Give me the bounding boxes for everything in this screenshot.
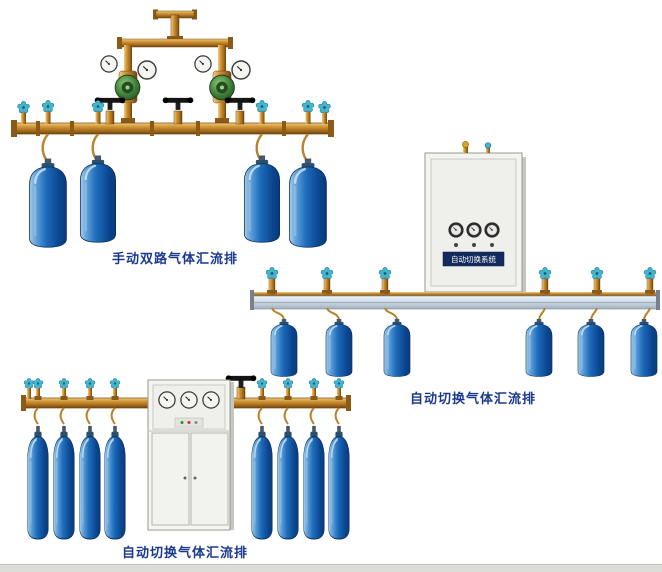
bottom-divider (0, 564, 662, 572)
cabinet-door (190, 432, 229, 526)
panel-gauge (466, 222, 482, 238)
valve-knob (109, 378, 121, 389)
valve-knob (41, 100, 55, 113)
indicator-light (454, 243, 458, 247)
inlet-valve (484, 142, 492, 149)
gas-cylinder (383, 318, 411, 377)
valve-knob (84, 378, 96, 389)
panel-gauge (202, 391, 220, 409)
regulator-knob (114, 74, 141, 101)
valve-knob (378, 267, 392, 280)
cylinder-pigtails (41, 133, 309, 163)
gas-cylinder (250, 424, 274, 540)
inlet-valve (462, 141, 469, 148)
valve-knob (590, 267, 604, 280)
product-auto-switch-manifold-cabinet (21, 375, 351, 540)
valve-knob (256, 378, 268, 389)
valve-knob (318, 101, 331, 114)
gas-cylinder (243, 154, 281, 243)
gas-cylinder (325, 318, 353, 377)
gas-cylinder (327, 424, 351, 540)
indicator-light (187, 421, 191, 424)
pressure-regulator-right (194, 55, 251, 123)
valve-knob (32, 378, 44, 389)
valve-knob (538, 267, 552, 280)
panel-gauge (180, 391, 198, 409)
valve-knob (320, 267, 334, 280)
pressure-gauge (137, 60, 157, 80)
pressure-regulator-left (100, 55, 157, 123)
gas-cylinder (276, 424, 300, 540)
indicator-light (194, 421, 198, 424)
header-piping (117, 9, 233, 73)
valve-handwheel (162, 97, 194, 110)
shutoff-valve (225, 375, 257, 400)
gas-cylinder (270, 318, 298, 377)
gas-cylinder (28, 157, 68, 248)
valve-knob (308, 378, 320, 389)
cylinder-valves (17, 100, 331, 124)
panel-gauge (448, 222, 464, 238)
gas-cylinder (79, 154, 117, 243)
gas-cylinder (577, 318, 605, 377)
pressure-gauge (194, 55, 212, 73)
caption-auto-switch-manifold-cabinet: 自动切换气体汇流排 (121, 546, 248, 561)
product-manual-dual-manifold (11, 9, 334, 248)
indicator-light (180, 421, 184, 424)
gas-cylinder (78, 424, 102, 540)
control-cabinet: 自动切换系统 (424, 141, 526, 293)
caption-auto-switch-manifold: 自动切换气体汇流排 (409, 392, 536, 407)
door-handle (183, 476, 187, 480)
valve-knob (17, 101, 30, 114)
cabinet-door (151, 432, 190, 526)
pressure-gauge (231, 60, 251, 80)
valve-knob (265, 267, 279, 280)
cylinder-pigtails (271, 307, 651, 320)
panel-gauge (158, 391, 176, 409)
door-handle (193, 476, 197, 480)
valve-knob (23, 378, 35, 389)
indicator-light (472, 243, 476, 247)
product-auto-switch-manifold: 自动切换系统 (250, 141, 660, 377)
control-cabinet (147, 379, 234, 531)
cabinet-label: 自动切换系统 (451, 254, 496, 264)
gas-cylinder (52, 424, 76, 540)
gas-cylinder (525, 318, 553, 377)
gas-cylinder (103, 424, 127, 540)
gas-cylinder (288, 157, 328, 248)
valve-knob (255, 100, 269, 113)
panel-gauge (484, 222, 500, 238)
gas-cylinder (26, 424, 50, 540)
manifold-rail (250, 290, 660, 310)
valve-handwheel (224, 97, 256, 110)
valve-knob (301, 100, 315, 113)
cylinder-valve-stations (23, 378, 345, 400)
pressure-gauge (100, 55, 118, 73)
shutoff-valves (94, 97, 256, 125)
regulator-knob (209, 74, 235, 101)
gas-cylinder (630, 318, 658, 377)
valve-knob (58, 378, 70, 389)
gas-cylinder (302, 424, 326, 540)
manifold-pipe (11, 120, 334, 137)
cylinder-pigtails (33, 407, 340, 425)
valve-knob (333, 378, 345, 389)
indicator-light (490, 243, 494, 247)
valve-knob (282, 378, 294, 389)
valve-knob (643, 267, 657, 280)
caption-manual-dual-manifold: 手动双路气体汇流排 (111, 252, 238, 267)
rail-valve-stations (265, 267, 657, 295)
